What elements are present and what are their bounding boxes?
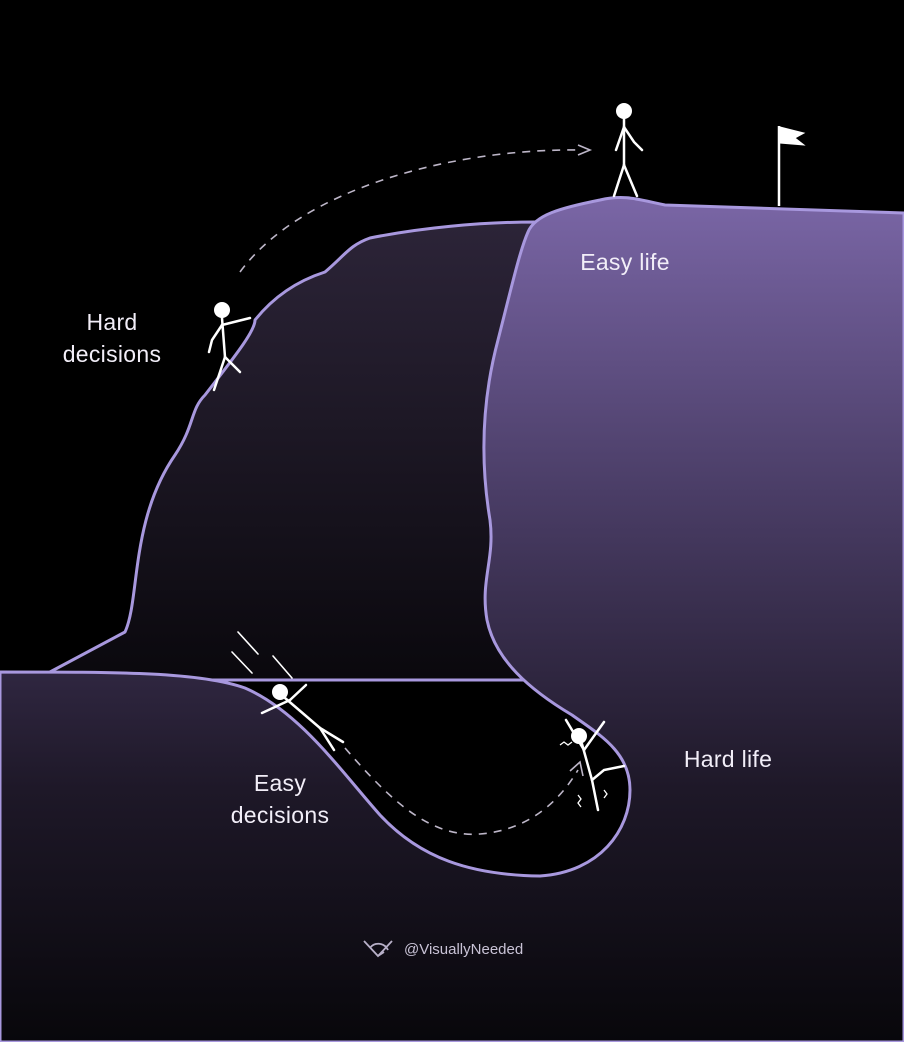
easy-decisions-line-2: decisions (230, 802, 330, 828)
hard-life-label: Hard life (683, 746, 773, 772)
hard-decisions-line-2: decisions (62, 341, 162, 367)
easy-life-label: Easy life (580, 249, 670, 275)
hard-decisions-hill (48, 220, 537, 682)
arrow-head-up (577, 144, 593, 156)
credit-handle: @VisuallyNeeded (404, 940, 524, 958)
hard-decisions-line-1: Hard (86, 309, 138, 335)
struggling-stick-figure-icon (564, 718, 626, 812)
climbing-stick-figure-icon (207, 302, 252, 392)
easy-decisions-line-1: Easy (253, 770, 307, 796)
motion-lines-icon (231, 631, 293, 679)
dashed-arrow-up (239, 149, 583, 273)
easy-life-cliff-and-valley (0, 196, 904, 1042)
sweat-marks-icon (559, 741, 608, 808)
dashed-arrow-down (344, 747, 579, 836)
credit: @VisuallyNeeded (362, 938, 523, 960)
easy-decisions-label: Easy decisions (214, 767, 346, 831)
walking-stick-figure-icon (612, 103, 644, 198)
visuallyneeded-logo-icon (363, 940, 393, 958)
hard-decisions-label: Hard decisions (48, 306, 176, 370)
sliding-stick-figure-icon (260, 683, 345, 752)
flag-icon (777, 126, 806, 206)
arrow-head-down (569, 760, 584, 777)
